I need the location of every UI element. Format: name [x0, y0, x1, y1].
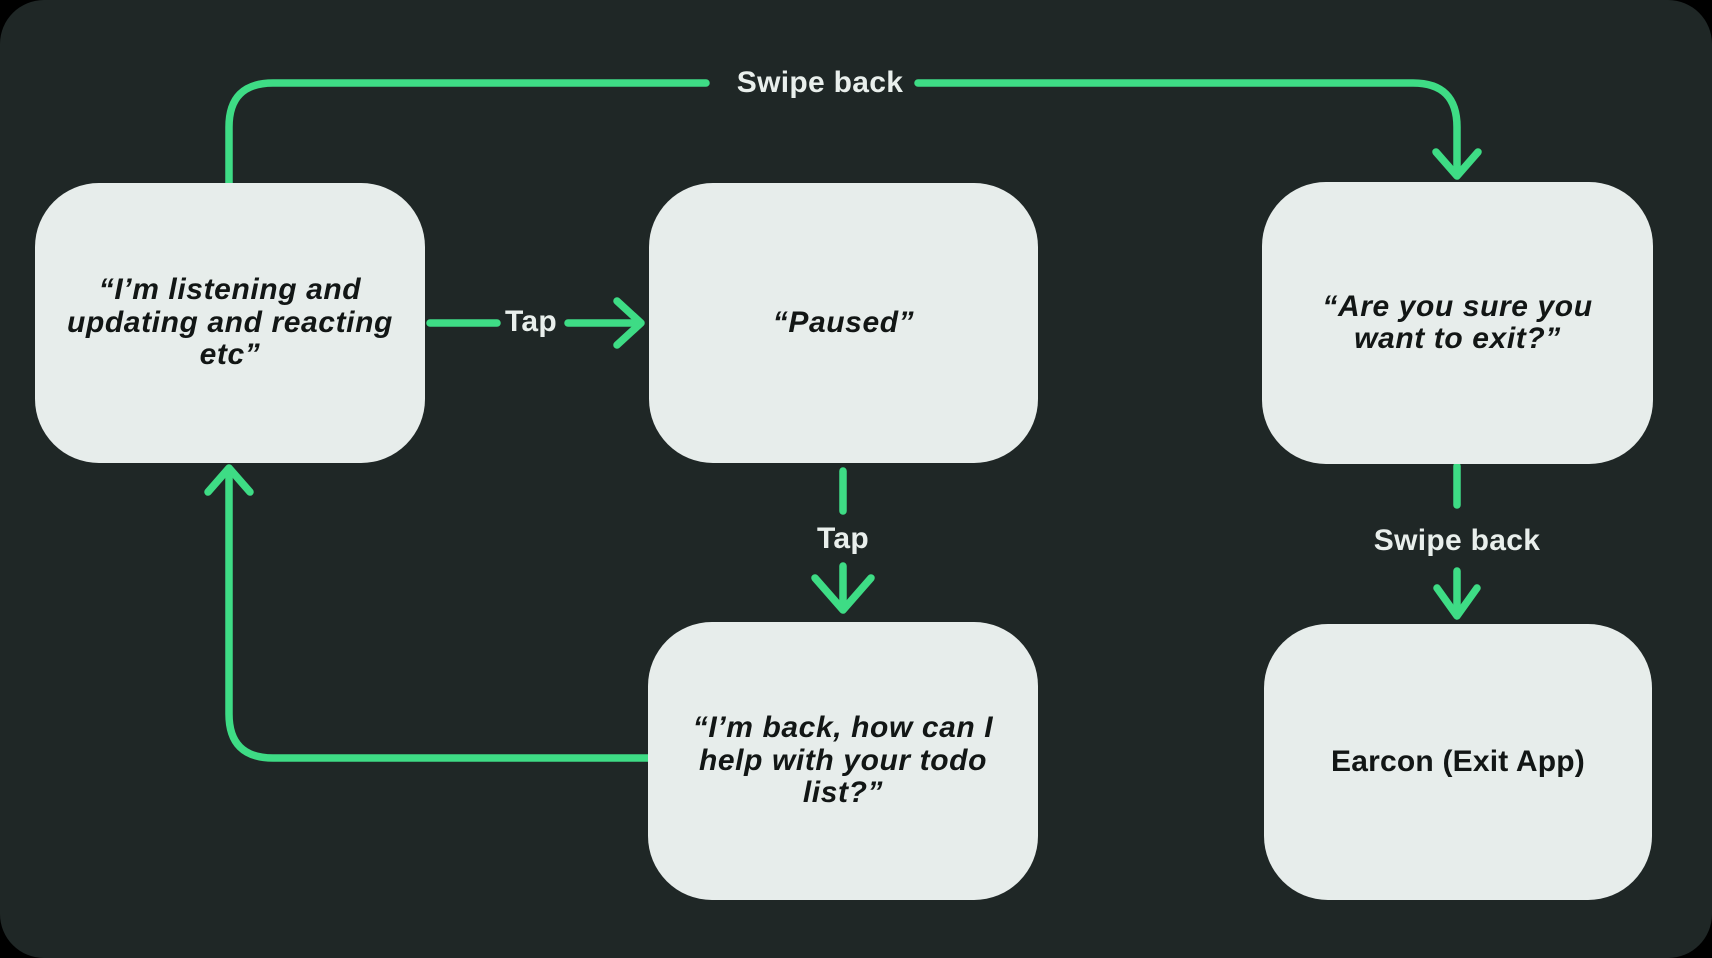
edge-label-swipe-back-right: Swipe back	[1373, 524, 1541, 557]
node-paused-label: “Paused”	[772, 305, 915, 339]
edge-swipe-back-top-line-right	[914, 79, 1461, 178]
edge-tap-vertical-arrowhead-icon	[811, 574, 875, 614]
edge-swipe-back-right-arrowhead-icon	[1433, 584, 1481, 620]
edge-label-tap-vertical: Tap	[816, 522, 870, 555]
edge-loop-back	[204, 464, 652, 762]
node-listening-label: “I’m listening and updating and reacting…	[67, 273, 393, 372]
node-exit-confirm-label: “Are you sure you want to exit?”	[1322, 289, 1593, 355]
edge-swipe-back-top-arrowhead-icon	[1432, 148, 1482, 180]
node-im-back-label: “I’m back, how can I help with your todo…	[692, 711, 994, 810]
edge-label-swipe-back-top: Swipe back	[736, 66, 904, 99]
node-earcon-label: Earcon (Exit App)	[1331, 744, 1585, 778]
node-listening: “I’m listening and updating and reacting…	[35, 183, 425, 463]
node-paused: “Paused”	[649, 183, 1038, 463]
edge-tap-horizontal	[426, 297, 645, 349]
edge-swipe-back-right	[1433, 462, 1481, 620]
edge-swipe-back-top-line-left	[225, 79, 710, 187]
edge-loop-back-arrowhead-icon	[204, 464, 254, 496]
node-exit-confirm: “Are you sure you want to exit?”	[1262, 182, 1653, 464]
edge-tap-horizontal-arrowhead-icon	[613, 297, 645, 349]
node-earcon: Earcon (Exit App)	[1264, 624, 1652, 900]
node-im-back: “I’m back, how can I help with your todo…	[648, 622, 1038, 900]
edge-swipe-back-top	[225, 79, 1482, 187]
edge-label-tap-horizontal: Tap	[504, 305, 558, 338]
edge-tap-vertical	[811, 467, 875, 614]
edge-loop-back-line	[225, 465, 652, 762]
